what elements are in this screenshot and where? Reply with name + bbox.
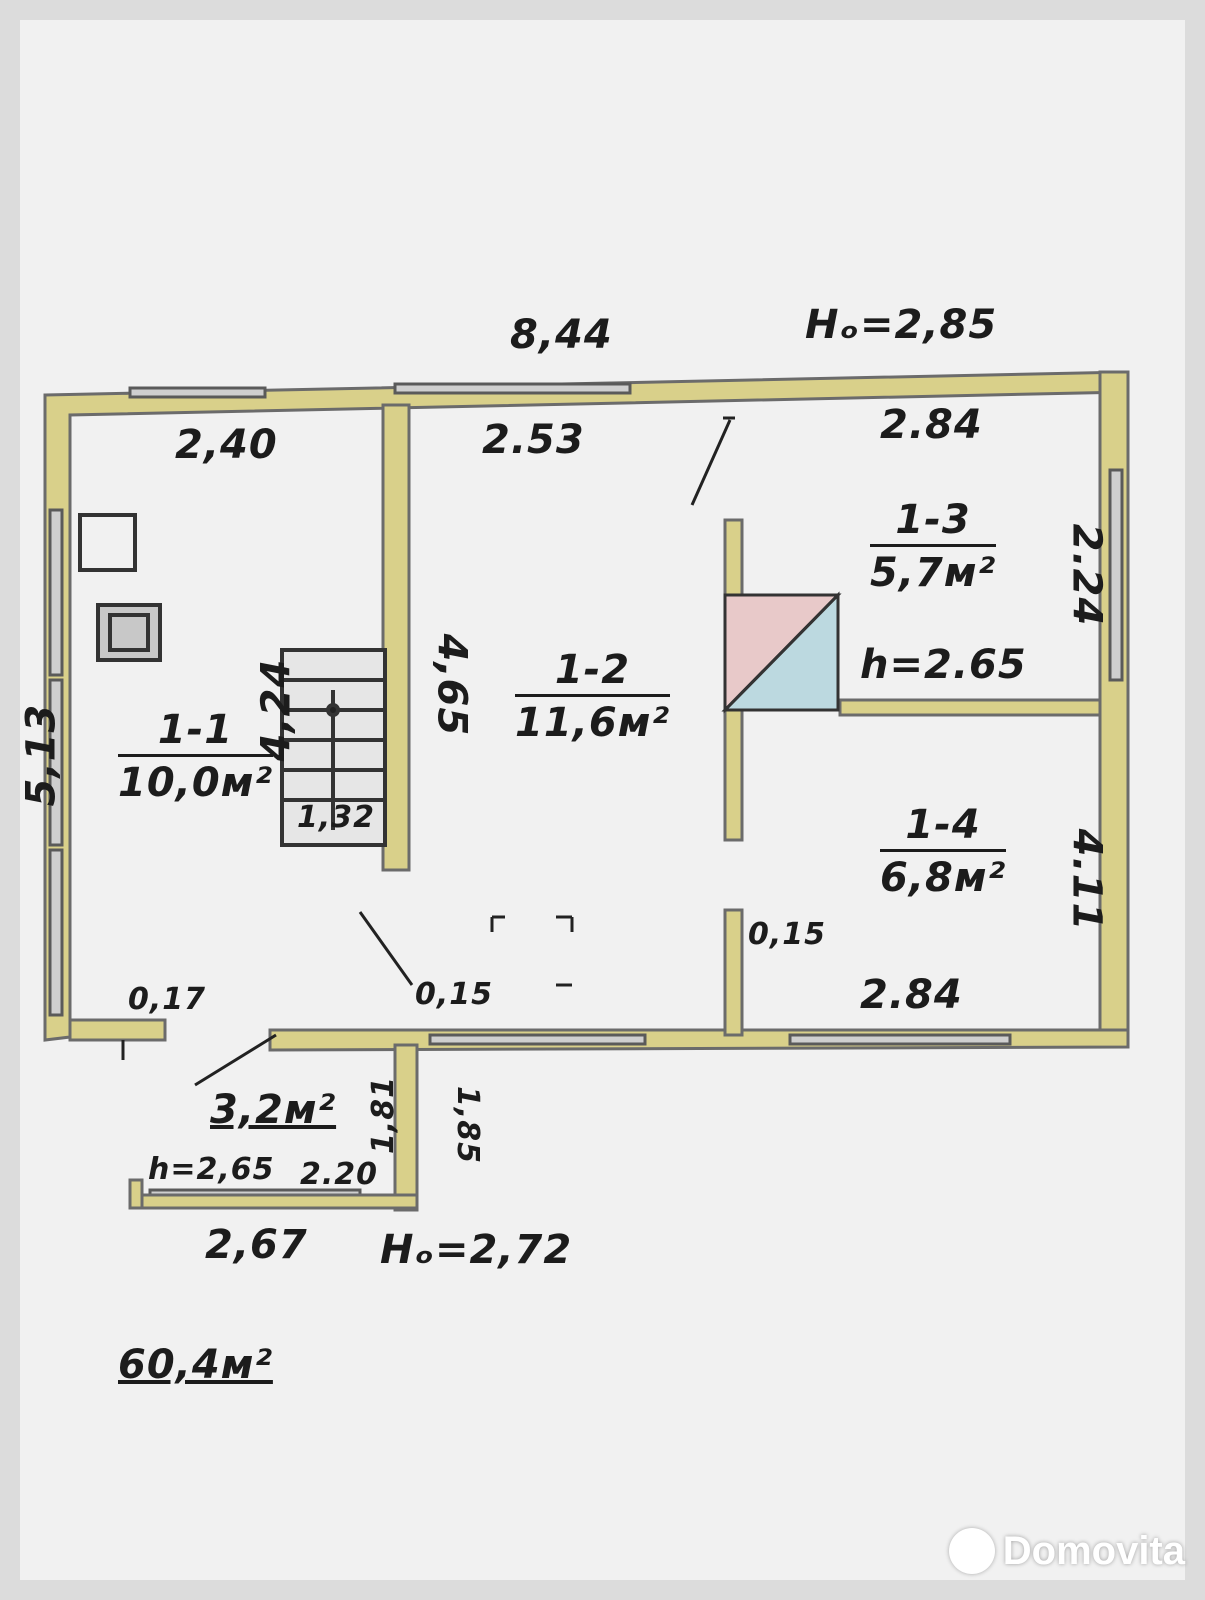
paper-sheet [20,20,1185,1580]
outer-wall-bottom-left [68,1018,167,1042]
doors [121,416,735,1087]
room-number: 1-1 [118,710,273,757]
dim-porch-inner-height: h=2,65 [148,1152,275,1187]
dim-right-top-height: 2.24 [1063,523,1110,627]
kitchen-fixtures [78,513,162,662]
dim-porch-ceiling-height: Hₒ=2,72 [380,1227,573,1273]
room-area: 11,6м² [515,700,670,746]
dim-left-overall: 5,13 [18,703,65,807]
window-top-middle [393,382,632,395]
window-bottom-middle [428,1033,647,1046]
dim-stub-left: 0,17 [128,982,207,1017]
watermark-text: Domovita [1002,1528,1185,1573]
dim-top-overall: 8,44 [510,312,613,358]
window-left-upper [48,508,64,677]
stove-top [108,613,150,652]
stair-direction-dot [326,703,340,717]
dim-right-bottom-width: 2.84 [860,972,963,1018]
dim-stair-bottom: 1,32 [297,800,376,835]
door-swing-middle [358,911,414,986]
room-number: 1-2 [515,650,670,697]
dim-right-top-width: 2.84 [880,402,983,448]
wall-right-horizontal [838,698,1102,717]
dim-porch-outer-width: 2,67 [205,1222,308,1268]
window-left-middle [48,678,64,847]
sink-fixture [78,513,137,572]
window-left-lower [48,848,64,1017]
window-right [1108,468,1124,682]
room-label-1-2: 1-2 11,6м² [515,650,670,743]
room-area: 5,7м² [870,550,997,596]
room-area: 10,0м² [118,760,273,806]
dim-stub-middle: 0,15 [415,977,494,1012]
dim-ceiling-height-main: Hₒ=2,85 [805,302,998,348]
room-area: 6,8м² [880,855,1007,901]
wall-porch-left-stub [128,1178,144,1210]
dim-stub-right: 0,15 [748,917,827,952]
dim-inner-height: h=2.65 [860,642,1027,688]
wall-porch-bottom [128,1193,419,1210]
dim-porch-height-left: 1,81 [366,1075,402,1155]
total-area: 60,4м² [118,1342,273,1388]
dim-porch-height-right: 1,85 [450,1085,486,1165]
watermark-logo-icon [948,1528,995,1574]
porch-area: 3,2м² [210,1087,337,1133]
staircase [280,648,387,847]
room-label-1-3: 1-3 5,7м² [870,500,997,596]
wall-middle-partition-lower [723,908,744,1037]
watermark: Domovita [948,1528,1185,1574]
upper-staircase [721,591,842,714]
dim-right-bottom-height: 4.11 [1063,828,1110,932]
dim-porch-width: 2.20 [300,1157,379,1192]
dim-kitchen-width: 2,40 [175,422,278,468]
window-top-left [128,386,267,399]
room-number: 1-4 [880,805,1007,852]
door-swing-top [690,419,732,506]
wall-kitchen-partition [381,403,411,872]
door-swing-porch [194,1033,277,1087]
window-bottom-right [788,1033,1012,1046]
room-label-1-4: 1-4 6,8м² [880,805,1007,901]
stair-upper-diagonal [723,593,840,712]
windows [48,382,1124,1200]
room-label-1-1: 1-1 10,0м² [118,710,273,803]
dim-middle-width: 2.53 [482,417,585,463]
wall-porch-right [393,1043,419,1212]
dim-stair-right: 4,65 [428,633,475,737]
room-number: 1-3 [870,500,997,547]
